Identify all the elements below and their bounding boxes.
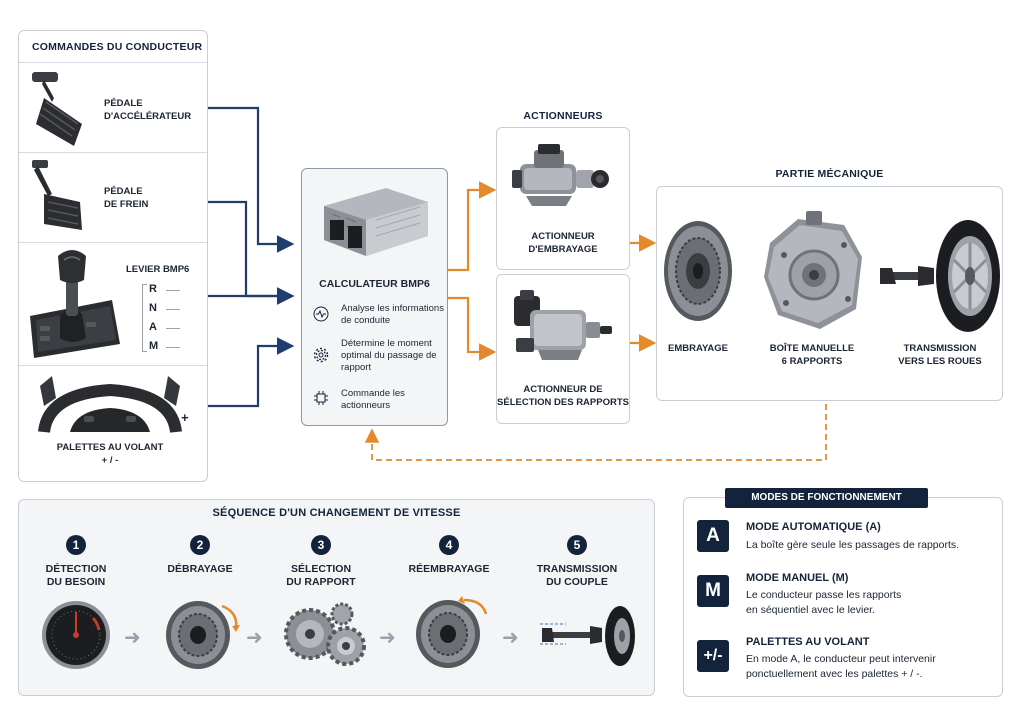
ecu-icon bbox=[324, 188, 428, 256]
driver-controls-title: COMMANDES DU CONDUCTEUR bbox=[32, 41, 203, 53]
modes-title: MODES DE FONCTIONNEMENT bbox=[725, 488, 928, 508]
gear-icon bbox=[313, 347, 329, 363]
mode-paddles-badge: +/- bbox=[697, 640, 729, 672]
declutch-disc-icon bbox=[166, 601, 240, 669]
mode-paddles-desc: En mode A, le conducteur peut intervenir… bbox=[746, 653, 936, 680]
gear-m-line bbox=[166, 347, 180, 348]
pulse-icon bbox=[313, 306, 329, 322]
step-2-number: 2 bbox=[190, 535, 210, 555]
actuators-title: ACTIONNEURS bbox=[523, 110, 603, 122]
sequence-title: SÉQUENCE D'UN CHANGEMENT DE VITESSE bbox=[212, 507, 461, 519]
step-5-label: TRANSMISSION DU COUPLE bbox=[536, 563, 618, 588]
gear-n: N bbox=[149, 302, 157, 314]
divider bbox=[19, 152, 207, 153]
gear-actuator-label: ACTIONNEUR DE SÉLECTION DES RAPPORTS bbox=[497, 384, 629, 408]
mode-m-desc: Le conducteur passe les rapports en séqu… bbox=[746, 589, 902, 616]
brake-label: PÉDALE DE FREIN bbox=[104, 186, 149, 210]
gear-r: R bbox=[149, 283, 157, 295]
mode-paddles-title: PALETTES AU VOLANT bbox=[746, 636, 870, 648]
gear-a: A bbox=[149, 321, 157, 333]
step-1-label: DÉTECTION DU BESOIN bbox=[45, 563, 107, 588]
gearbox-label: BOÎTE MANUELLE 6 RAPPORTS bbox=[769, 343, 855, 367]
calculator-item-2: Détermine le moment optimal du passage d… bbox=[341, 338, 437, 373]
clutch-actuator-label: ACTIONNEUR D'EMBRAYAGE bbox=[528, 231, 598, 255]
gearbox-icon bbox=[764, 211, 862, 329]
mode-m-title: MODE MANUEL (M) bbox=[746, 572, 849, 584]
mechanical-title: PARTIE MÉCANIQUE bbox=[775, 168, 884, 180]
step-arrow: ➜ bbox=[502, 627, 519, 649]
step-4-number: 4 bbox=[439, 535, 459, 555]
paddle-plus-label: + bbox=[181, 410, 189, 425]
mode-a-badge: A bbox=[697, 520, 729, 552]
divider bbox=[19, 242, 207, 243]
step-arrow: ➜ bbox=[246, 627, 263, 649]
tachometer-icon bbox=[42, 601, 110, 669]
step-arrow: ➜ bbox=[124, 627, 141, 649]
gear-m: M bbox=[149, 340, 159, 352]
step-5-number: 5 bbox=[567, 535, 587, 555]
gears-icon bbox=[284, 602, 366, 666]
accelerator-pedal-icon bbox=[32, 72, 82, 146]
calculator-title: CALCULATEUR BMP6 bbox=[319, 278, 430, 290]
accelerator-label: PÉDALE D'ACCÉLÉRATEUR bbox=[104, 98, 192, 122]
clutch-label: EMBRAYAGE bbox=[667, 343, 728, 354]
step-4-label: RÉEMBRAYAGE bbox=[408, 563, 490, 575]
lever-label: LEVIER BMP6 bbox=[126, 264, 190, 275]
divider bbox=[19, 365, 207, 366]
step-2-label: DÉBRAYAGE bbox=[167, 563, 233, 575]
step-arrow: ➜ bbox=[379, 627, 396, 649]
divider bbox=[19, 62, 207, 63]
chip-icon bbox=[314, 391, 328, 405]
brake-pedal-icon bbox=[32, 160, 82, 230]
steering-wheel-icon bbox=[38, 376, 182, 434]
gear-bracket bbox=[142, 284, 147, 352]
gear-actuator-icon bbox=[514, 290, 612, 360]
drive-wheel-icon bbox=[880, 220, 1000, 332]
clutch-actuator-icon bbox=[512, 144, 609, 206]
paddles-label: PALETTES AU VOLANT + / - bbox=[56, 442, 164, 466]
modes-panel bbox=[683, 497, 1003, 697]
step-3-label: SÉLECTION DU RAPPORT bbox=[286, 563, 356, 588]
mode-m-badge: M bbox=[697, 575, 729, 607]
reclutch-disc-icon bbox=[416, 596, 488, 668]
step-3-number: 3 bbox=[311, 535, 331, 555]
clutch-disc-icon bbox=[664, 221, 732, 321]
step-1-number: 1 bbox=[66, 535, 86, 555]
gear-lever-icon bbox=[30, 250, 120, 358]
mode-a-desc: La boîte gère seule les passages de rapp… bbox=[746, 539, 960, 551]
calculator-item-3: Commande les actionneurs bbox=[341, 388, 405, 411]
driveshaft-wheel-icon bbox=[540, 606, 635, 666]
gear-a-line bbox=[166, 328, 180, 329]
calculator-item-1: Analyse les informations de conduite bbox=[341, 303, 444, 326]
gear-r-line bbox=[166, 290, 180, 291]
mode-a-title: MODE AUTOMATIQUE (A) bbox=[746, 521, 881, 533]
gear-n-line bbox=[166, 309, 180, 310]
transmission-label: TRANSMISSION VERS LES ROUES bbox=[898, 343, 982, 367]
